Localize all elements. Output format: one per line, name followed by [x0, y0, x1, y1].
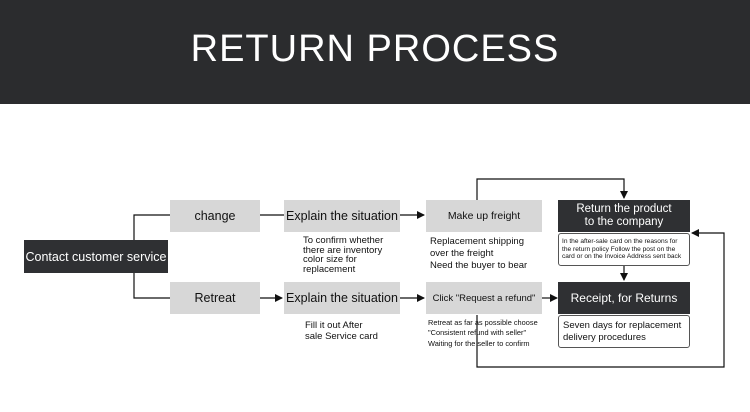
retreat-node: Retreat — [170, 282, 260, 314]
seven-days-note: Seven days for replacement delivery proc… — [558, 315, 690, 348]
replacement-shipping-note: Replacement shipping over the freight Ne… — [430, 236, 528, 271]
contact-customer-service-node: Contact customer service — [24, 240, 168, 273]
change-node: change — [170, 200, 260, 232]
arrow-freight-return — [476, 178, 628, 200]
header-banner: RETURN PROCESS — [0, 0, 750, 104]
make-up-freight-node: Make up freight — [426, 200, 542, 232]
receipt-returns-node: Receipt, for Returns — [558, 282, 690, 314]
request-refund-node: Click "Request a refund" — [426, 282, 542, 314]
arrow-refund-loop — [476, 229, 725, 368]
inventory-note: To confirm whether there are inventory c… — [303, 235, 384, 275]
service-card-note: Fill it out After sale Service card — [305, 320, 378, 343]
explain-situation-top-node: Explain the situation — [284, 200, 400, 232]
return-product-node: Return the product to the company — [558, 200, 690, 232]
refund-choice-note: Retreat as far as possible choose "Consi… — [428, 318, 538, 348]
branch-line-change — [133, 214, 170, 240]
explain-situation-bottom-node: Explain the situation — [284, 282, 400, 314]
page-title: RETURN PROCESS — [190, 28, 560, 70]
branch-line-retreat — [133, 273, 170, 299]
aftersale-card-note: In the after-sale card on the reasons fo… — [558, 233, 690, 266]
